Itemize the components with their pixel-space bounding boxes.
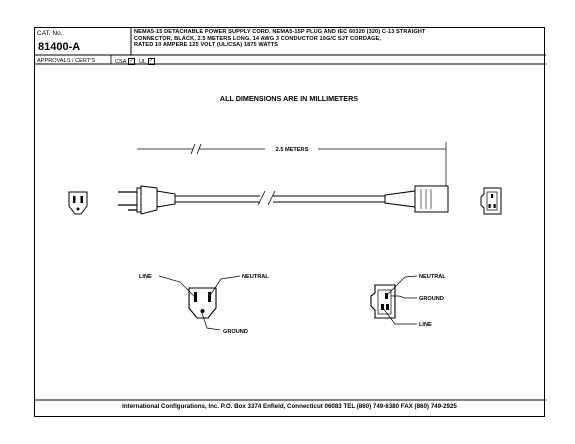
approvals-label: APPROVALS / CERT'S [37, 58, 96, 64]
connector-line-label: LINE [419, 322, 432, 328]
description-line: RATED 10 AMPERE 125 VOLT (UL/CSA) 1875 W… [134, 42, 279, 49]
connector-face-detail: NEUTRAL GROUND LINE [370, 274, 446, 328]
cert-ul: UL ✓ [139, 58, 155, 65]
length-label: 2.5 METERS [276, 147, 309, 153]
company-footer: International Configurations, Inc. P.O. … [122, 403, 457, 410]
length-dimension: 2.5 METERS [137, 142, 447, 186]
connector-side-icon [384, 185, 449, 213]
sheet-grid [35, 28, 546, 401]
plug-side-icon [118, 185, 176, 215]
cert-label: CSA [115, 58, 127, 65]
connector-neutral-label: NEUTRAL [419, 274, 446, 280]
plug-neutral-label: NEUTRAL [242, 274, 269, 280]
description-line: NEMA5-15 DETACHABLE POWER SUPPLY CORD, N… [134, 29, 426, 35]
cert-csa: CSA ✓ [115, 58, 135, 65]
dimensions-note: ALL DIMENSIONS ARE IN MILLIMETERS [220, 94, 358, 103]
checkbox-checked-icon: ✓ [147, 58, 155, 65]
product-description: NEMA5-15 DETACHABLE POWER SUPPLY CORD, N… [134, 29, 542, 49]
cord-drawing: ALL DIMENSIONS ARE IN MILLIMETERS 2.5 ME… [68, 94, 502, 335]
cert-label: UL [139, 58, 146, 65]
cat-number: 81400-A [38, 41, 81, 53]
plug-ground-label: GROUND [223, 329, 248, 335]
drawing-sheet: CAT. No. 81400-A NEMA5-15 DETACHABLE POW… [34, 27, 546, 417]
plug-line-label: LINE [139, 274, 152, 280]
connector-face-icon [480, 187, 502, 215]
plug-face-detail: LINE NEUTRAL GROUND [139, 274, 269, 335]
cat-number-label: CAT. No. [37, 30, 63, 37]
connector-ground-label: GROUND [419, 296, 444, 302]
checkbox-checked-icon: ✓ [127, 58, 135, 65]
description-line: CONNECTOR, BLACK, 2.5 METERS LONG, 14 AW… [134, 35, 382, 42]
cord-icon [175, 190, 385, 206]
plug-face-icon [68, 191, 88, 215]
